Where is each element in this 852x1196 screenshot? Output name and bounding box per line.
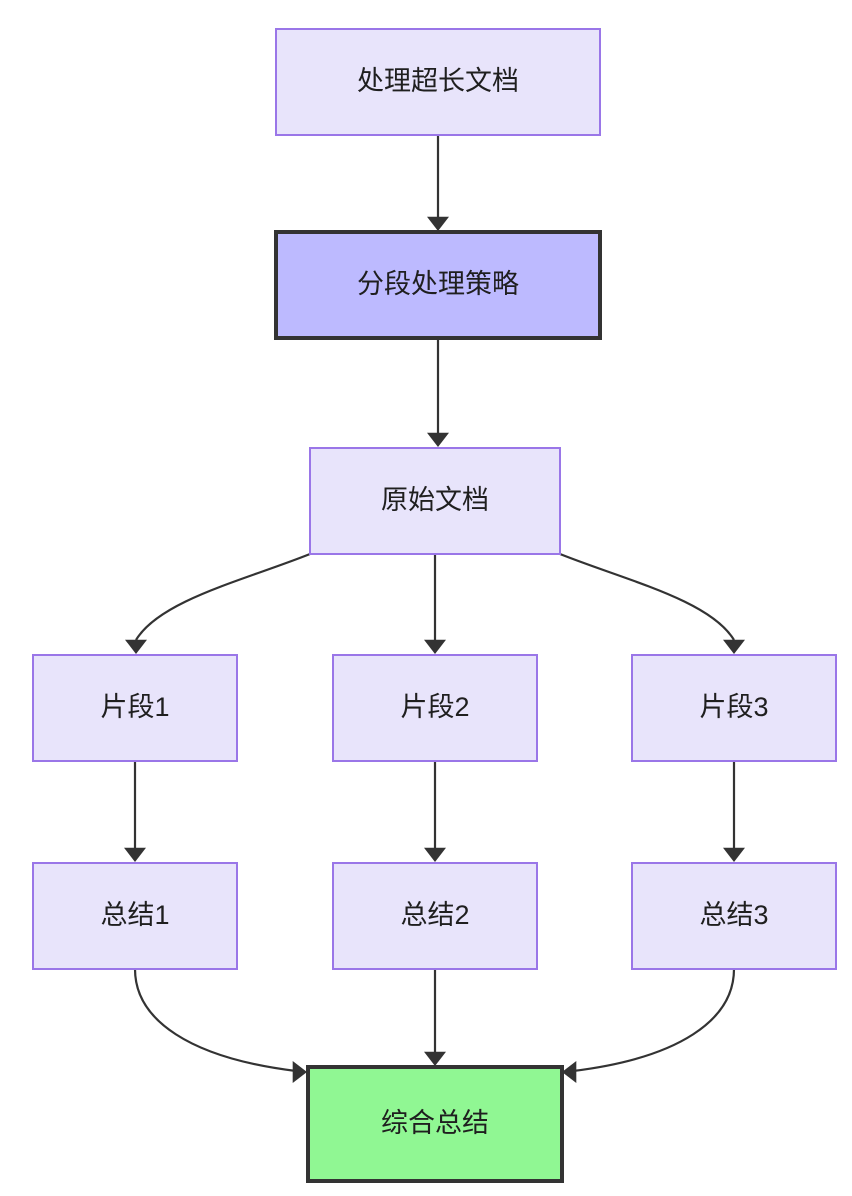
flow-node-n4[interactable]: 片段1	[32, 654, 238, 762]
flow-node-n2[interactable]: 分段处理策略	[274, 230, 602, 340]
arrowhead-icon	[427, 432, 449, 447]
edge-n8-to-n10	[424, 969, 446, 1066]
node-box[interactable]	[631, 862, 837, 970]
node-box[interactable]	[275, 28, 601, 136]
edge-line	[135, 552, 311, 641]
flow-node-n6[interactable]: 片段3	[631, 654, 837, 762]
edge-n9-to-n10	[562, 968, 736, 1083]
node-box[interactable]	[32, 654, 238, 762]
flow-node-n1[interactable]: 处理超长文档	[275, 28, 601, 136]
node-box[interactable]	[274, 230, 602, 340]
node-box[interactable]	[631, 654, 837, 762]
flow-node-n10[interactable]: 综合总结	[306, 1065, 564, 1183]
arrowhead-icon	[562, 1061, 577, 1083]
edges-layer	[124, 135, 745, 1083]
edge-line	[133, 968, 297, 1073]
arrowhead-icon	[292, 1061, 307, 1083]
arrowhead-icon	[424, 847, 446, 862]
edge-n6-to-n9	[723, 761, 745, 862]
arrowhead-icon	[124, 847, 146, 862]
edge-line	[572, 968, 736, 1073]
edge-n3-to-n5	[424, 554, 446, 654]
edge-n3-to-n4	[125, 552, 311, 654]
flow-node-n8[interactable]: 总结2	[332, 862, 538, 970]
node-box[interactable]	[32, 862, 238, 970]
flow-node-n9[interactable]: 总结3	[631, 862, 837, 970]
flow-node-n5[interactable]: 片段2	[332, 654, 538, 762]
flow-node-n7[interactable]: 总结1	[32, 862, 238, 970]
arrowhead-icon	[424, 1051, 446, 1066]
edge-n7-to-n10	[133, 968, 307, 1083]
edge-n2-to-n3	[427, 338, 449, 447]
arrowhead-icon	[723, 639, 745, 654]
node-box[interactable]	[332, 862, 538, 970]
arrowhead-icon	[424, 639, 446, 654]
edge-line	[559, 552, 735, 641]
arrowhead-icon	[125, 639, 147, 654]
edge-n3-to-n6	[559, 552, 745, 654]
edge-n1-to-n2	[427, 135, 449, 231]
node-box[interactable]	[309, 447, 561, 555]
node-box[interactable]	[306, 1065, 564, 1183]
flow-node-n3[interactable]: 原始文档	[309, 447, 561, 555]
arrowhead-icon	[723, 847, 745, 862]
edge-n4-to-n7	[124, 761, 146, 862]
arrowhead-icon	[427, 216, 449, 231]
node-box[interactable]	[332, 654, 538, 762]
edge-n5-to-n8	[424, 761, 446, 862]
